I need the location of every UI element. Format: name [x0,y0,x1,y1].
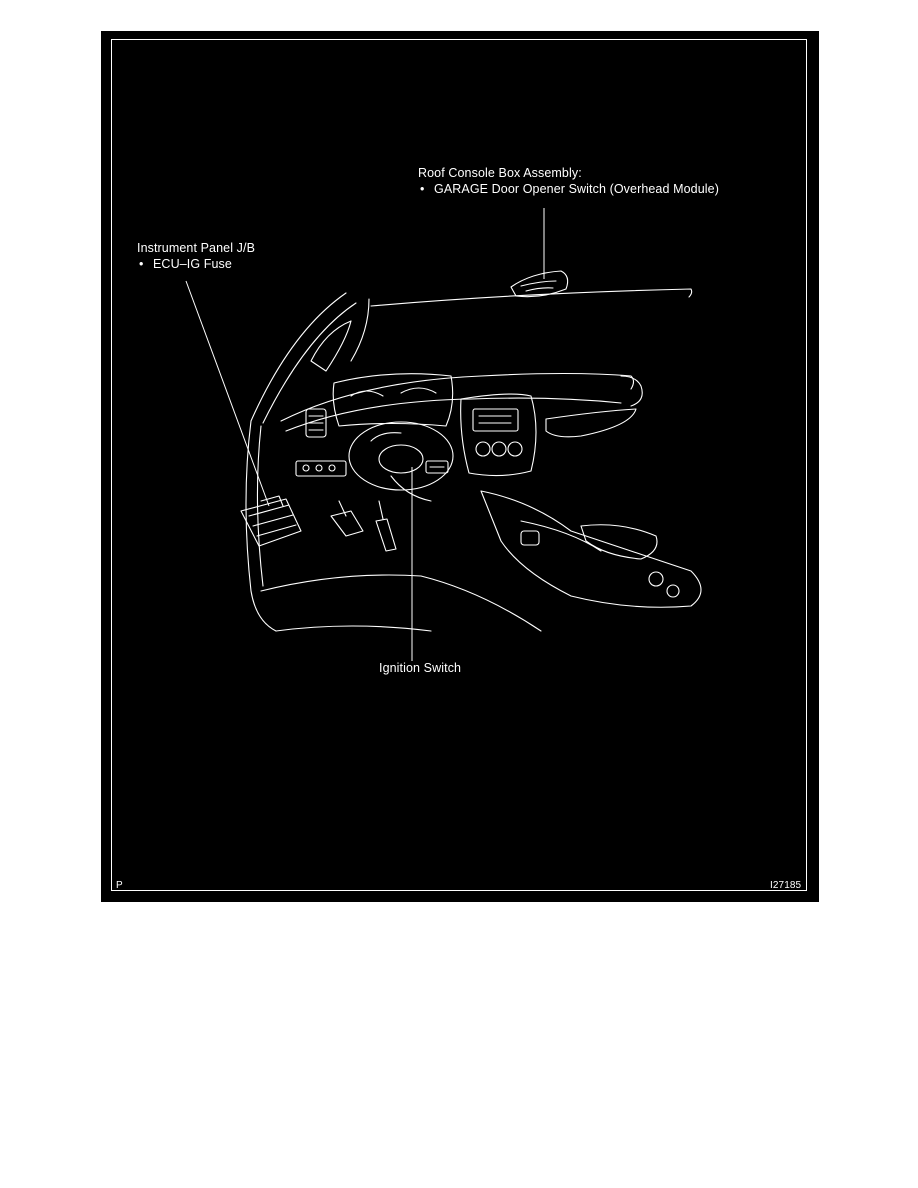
windshield-top-edge [370,288,693,307]
accelerator-pedal [375,518,397,552]
instrument-panel-item-text: ECU–IG Fuse [153,257,232,271]
junction-block [240,498,302,547]
console-cup-1 [648,571,664,587]
callout-instrument-panel-title: Instrument Panel J/B [137,241,256,255]
roof-console-item-text: GARAGE Door Opener Switch (Overhead Modu… [434,182,719,196]
callout-roof-console-title: Roof Console Box Assembly: [418,166,582,180]
center-stack [460,393,537,477]
diagram-figure: Roof Console Box Assembly: • GARAGE Door … [101,31,819,902]
radio [472,408,519,432]
door-frame [245,420,277,632]
a-pillar-trim [310,320,352,372]
hvac-knob-3 [507,441,523,457]
corner-mark-left: P [116,880,123,891]
callout-instrument-panel-item: • ECU–IG Fuse [139,257,232,271]
figure-border [111,39,807,891]
cup-holder [520,530,540,546]
dash-right-end [620,375,643,407]
brake-pedal [330,510,364,537]
hvac-knob-1 [475,441,491,457]
headliner-edge [350,298,370,362]
a-pillar-outer [250,292,347,422]
hvac-knob-2 [491,441,507,457]
steering-wheel [348,421,454,491]
center-console [480,490,702,608]
leader-instrument-panel [185,280,270,507]
console-cup-2 [666,584,680,598]
floor-line [260,574,542,632]
ignition-switch [425,460,449,474]
bullet: • [139,257,144,271]
bullet: • [420,182,425,196]
vehicle-interior-illustration [185,208,702,661]
a-pillar-inner [262,302,357,424]
steering-hub [378,444,424,474]
steering-column [390,475,432,502]
left-vent [305,408,327,438]
gauge-left [350,390,384,397]
console-lid [580,524,658,560]
dashboard-front [285,397,622,432]
callout-roof-console-item: • GARAGE Door Opener Switch (Overhead Mod… [420,182,719,196]
door-frame-inner [256,425,264,587]
callout-ignition-switch: Ignition Switch [379,661,462,675]
instrument-cluster-hood [332,373,454,427]
figure-id: I27185 [770,880,802,891]
roof-console-module [510,270,569,298]
gauge-right [400,387,437,394]
glovebox [545,408,637,438]
